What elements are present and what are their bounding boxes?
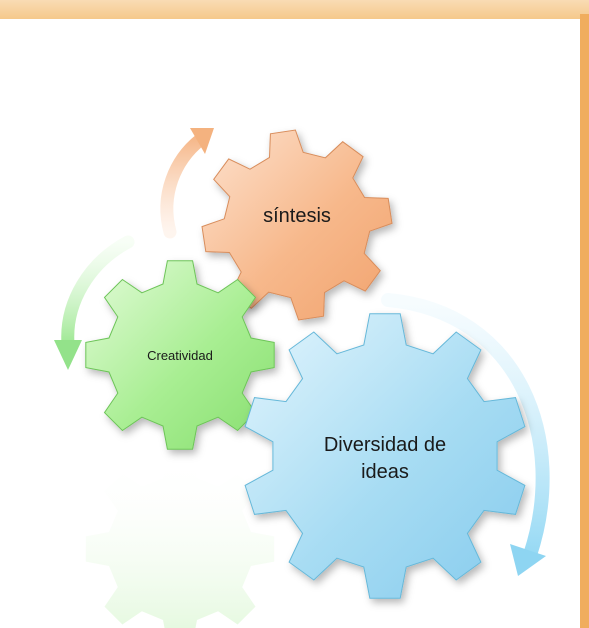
arrow-blue-curve [381,293,550,562]
arrow-orange-head [190,128,214,154]
gear-creatividad-reflection-shape [85,454,275,628]
gear-sintesis [201,129,393,321]
arrow-green-head [54,340,82,370]
arrow-orange-curve [160,133,207,239]
top-border-bar [0,0,589,19]
gear-creatividad [85,260,275,450]
gear-diversidad [244,313,526,599]
arrow-blue-head [510,544,546,576]
right-border-bar [580,14,589,628]
gear-label-creatividad: Creatividad [147,348,213,363]
arrow-green-curve [61,235,135,351]
creatividad-gear-reflection [85,454,275,628]
gear-label-diversidad: Diversidad de ideas [323,434,447,483]
gears-group [85,129,526,599]
gear-label-sintesis: síntesis [263,205,331,227]
